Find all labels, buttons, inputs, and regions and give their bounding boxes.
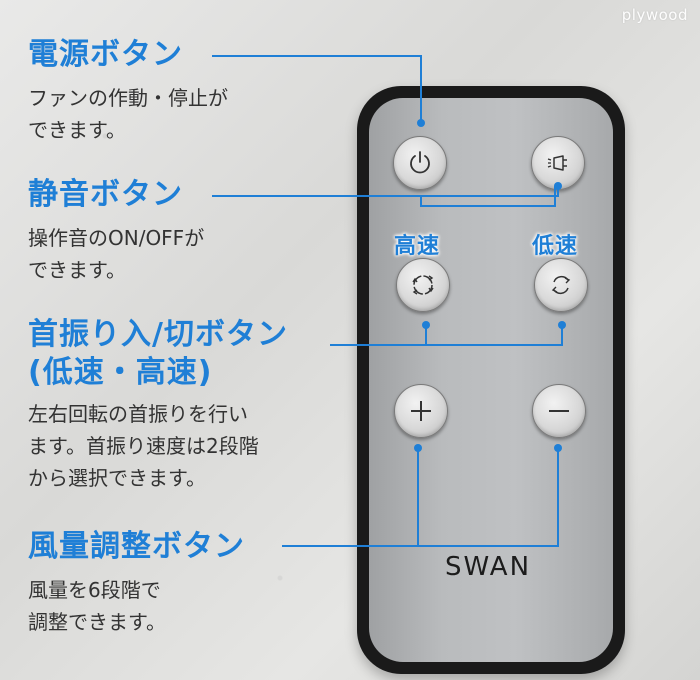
swing-low-button[interactable] [534,258,588,312]
power-button[interactable] [393,136,447,190]
remote-brand: SWAN [445,552,532,582]
mute-desc-line: できます。 [28,258,126,282]
mute-description: 操作音のON/OFFが できます。 [28,222,204,286]
swing-description: 左右回転の首振りを行い ます。首振り速度は2段階 から選択できます。 [28,398,259,494]
swing-heading: 首振り入/切ボタン [28,317,288,352]
power-icon [410,151,430,174]
rotate-arrows-icon [412,275,434,295]
swing-high-button[interactable] [396,258,450,312]
high-speed-label: 高速 [394,234,441,259]
plus-icon [411,401,431,421]
swing-desc-line: 左右回転の首振りを行い [28,402,248,426]
swing-subheading: (低速・高速) [28,355,213,390]
power-desc-line: できます。 [28,118,126,142]
watermark-logo: plywood [621,6,688,24]
rotate-arrows-icon [551,276,571,294]
mute-desc-line: 操作音のON/OFFが [28,226,205,250]
power-description: ファンの作動・停止が できます。 [28,82,228,146]
minus-icon [549,410,569,412]
fan-down-button[interactable] [532,384,586,438]
fan-desc-line: 調整できます。 [28,610,166,634]
power-heading: 電源ボタン [28,37,183,72]
swing-desc-line: から選択できます。 [28,466,206,490]
swing-desc-line: ます。首振り速度は2段階 [28,434,259,458]
low-speed-label: 低速 [532,234,579,259]
bell-icon [547,155,567,171]
fan-description: 風量を6段階で 調整できます。 [28,574,166,638]
mute-button[interactable] [531,136,585,190]
power-desc-line: ファンの作動・停止が [28,86,228,110]
fan-heading: 風量調整ボタン [28,529,245,564]
fan-desc-line: 風量を6段階で [28,578,161,602]
fan-up-button[interactable] [394,384,448,438]
mute-heading: 静音ボタン [28,177,183,212]
